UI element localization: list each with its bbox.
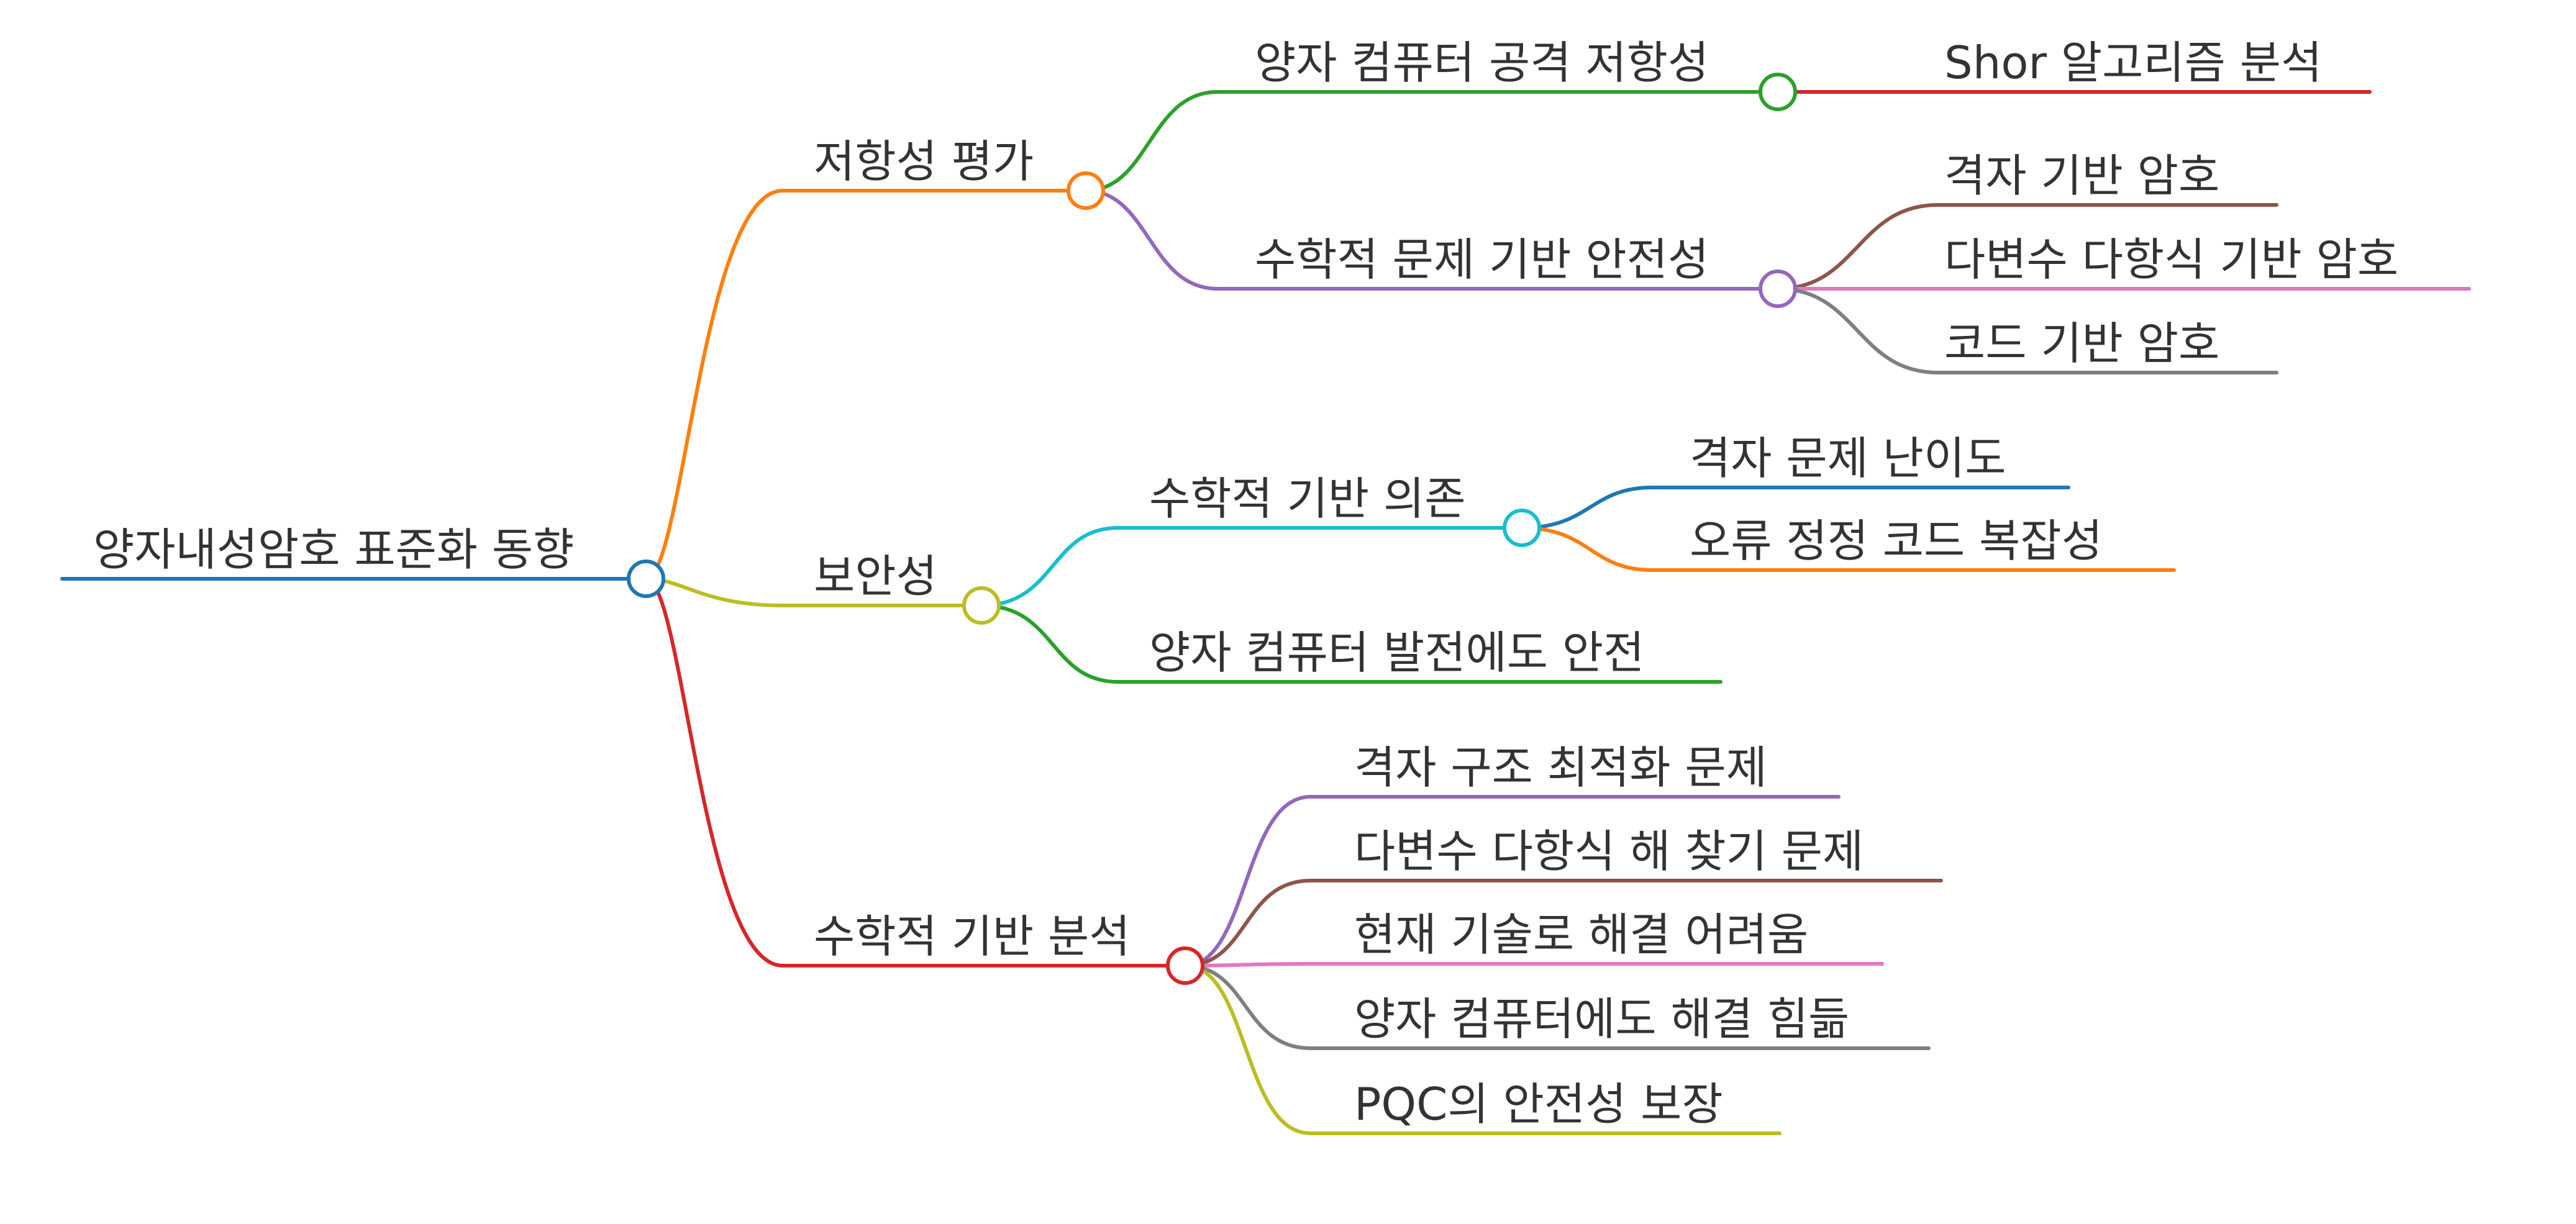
edge-security-safe (980, 604, 1120, 684)
edge-analysis-4 (1183, 964, 1313, 1050)
edge-math-code (1776, 287, 1940, 374)
collapse-toggle-security[interactable] (962, 586, 1001, 625)
labels: 양자내성암호 표준화 동향 저항성 평가 보안성 수학적 기반 분석 양자 컴퓨… (93, 37, 2398, 1130)
edge-analysis-3 (1183, 962, 1313, 968)
node-quantum-label: 양자 컴퓨터 공격 저항성 (1255, 37, 1709, 89)
underlines (60, 90, 2471, 1135)
edges (644, 89, 1940, 1135)
collapse-toggle-math[interactable] (1759, 270, 1797, 308)
node-lattice-difficulty-label: 격자 문제 난이도 (1690, 432, 2006, 484)
node-safe-label: 양자 컴퓨터 발전에도 안전 (1149, 627, 1644, 679)
node-resistance-label: 저항성 평가 (814, 135, 1034, 188)
node-math-label: 수학적 문제 기반 안전성 (1255, 233, 1709, 286)
node-ecc-label: 오류 정정 코드 복잡성 (1690, 515, 2103, 567)
collapse-toggle-resistance[interactable] (1067, 171, 1105, 210)
collapse-toggle-analysis[interactable] (1166, 946, 1204, 985)
node-analysis-5-label: PQC의 안전성 보장 (1354, 1078, 1723, 1130)
node-root-label: 양자내성암호 표준화 동향 (93, 524, 574, 576)
collapse-toggle-root[interactable] (627, 560, 665, 598)
edge-root-resistance (644, 189, 785, 581)
edge-security-dependence (980, 526, 1120, 607)
edge-root-analysis (644, 577, 785, 968)
node-code-crypto-label: 코드 기반 암호 (1944, 317, 2219, 369)
node-shor-label: Shor 알고리즘 분석 (1944, 37, 2322, 89)
node-analysis-4-label: 양자 컴퓨터에도 해결 힘듦 (1354, 993, 1849, 1045)
edge-root-security (644, 577, 785, 607)
edge-dependence-ecc (1520, 526, 1654, 572)
edge-math-lattice (1776, 203, 1940, 291)
collapse-toggle-dependence[interactable] (1503, 509, 1541, 547)
node-security-label: 보안성 (814, 550, 937, 602)
node-analysis-label: 수학적 기반 분석 (814, 910, 1130, 963)
edge-analysis-2 (1183, 879, 1313, 968)
node-lattice-crypto-label: 격자 기반 암호 (1944, 150, 2219, 202)
edge-dependence-lattice (1520, 486, 1654, 530)
edge-analysis-1 (1183, 795, 1313, 968)
node-analysis-2-label: 다변수 다항식 해 찾기 문제 (1354, 825, 1864, 877)
node-analysis-1-label: 격자 구조 최적화 문제 (1354, 741, 1767, 794)
edge-analysis-5 (1183, 964, 1313, 1135)
node-dependence-label: 수학적 기반 의존 (1149, 473, 1465, 525)
node-multivariate-crypto-label: 다변수 다항식 기반 암호 (1944, 233, 2398, 286)
handles (627, 73, 1797, 985)
node-analysis-3-label: 현재 기술로 해결 어려움 (1354, 909, 1808, 961)
edge-resistance-math (1084, 189, 1219, 291)
edge-resistance-quantum (1084, 90, 1219, 193)
collapse-toggle-quantum[interactable] (1759, 73, 1797, 111)
